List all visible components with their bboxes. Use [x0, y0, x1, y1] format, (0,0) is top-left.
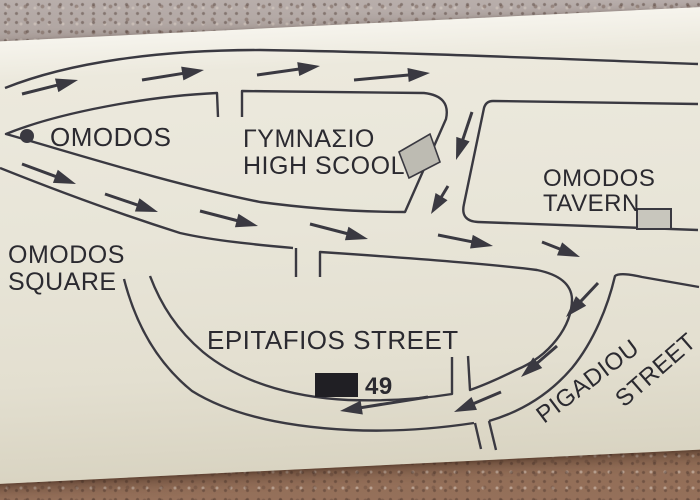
arrow-head	[297, 62, 320, 77]
road-top-road-upper-edge	[4, 48, 699, 90]
direction-arrow-11	[431, 185, 450, 214]
start-point-dot	[20, 129, 34, 143]
road-middle-road-lower-edge-east-and-inner-bend	[318, 250, 574, 392]
arrow-shaft	[353, 73, 411, 82]
roads-layer	[0, 48, 700, 451]
road-middle-road-lower-edge-west	[0, 166, 294, 250]
arrow-shaft	[141, 71, 185, 82]
high-school-building	[398, 132, 441, 180]
arrow-head	[566, 296, 587, 317]
direction-arrow-6	[199, 209, 258, 228]
arrow-head	[340, 400, 363, 415]
arrow-head	[556, 242, 580, 257]
arrow-head	[181, 66, 204, 81]
road-south-stub-right	[487, 420, 498, 451]
building-49	[315, 373, 358, 397]
direction-arrow-10	[456, 111, 474, 160]
label-square-line2: SQUARE	[8, 268, 117, 296]
arrow-shaft	[535, 344, 558, 366]
arrow-shaft	[439, 185, 450, 200]
arrow-shaft	[359, 395, 429, 410]
arrow-shaft	[104, 192, 140, 207]
direction-arrow-9	[541, 240, 580, 257]
direction-arrow-1	[141, 66, 204, 82]
direction-arrow-5	[104, 192, 158, 212]
label-house-number-49: 49	[365, 373, 393, 400]
arrow-head	[52, 169, 76, 184]
arrow-shaft	[471, 390, 502, 406]
arrow-head	[454, 396, 477, 412]
arrow-shaft	[578, 281, 600, 304]
arrow-head	[134, 198, 158, 212]
arrow-shaft	[437, 233, 474, 244]
road-epitafios-upper-edge	[148, 275, 454, 402]
direction-arrow-15	[340, 395, 429, 415]
direction-arrow-2	[256, 62, 320, 77]
direction-arrow-4	[21, 162, 76, 184]
arrow-head	[54, 78, 78, 93]
road-epitafios-lower-edge	[122, 278, 475, 432]
direction-arrow-12	[566, 281, 600, 317]
road-south-stub-left	[473, 422, 483, 450]
arrow-shaft	[21, 83, 59, 96]
road-tavern-block-outline	[462, 99, 699, 232]
arrow-head	[470, 234, 493, 249]
arrow-head	[234, 213, 258, 228]
tavern-building	[636, 208, 672, 230]
arrows-layer	[21, 62, 600, 415]
label-square-line1: OMODOS	[8, 241, 125, 269]
direction-arrow-14	[454, 390, 502, 412]
label-gymnasio: ΓΥΜΝΑΣΙΟ	[243, 125, 375, 153]
arrow-head	[407, 68, 430, 82]
buildings-layer	[20, 129, 672, 397]
arrow-shaft	[541, 240, 562, 252]
label-high-scool: HIGH SCOOL	[243, 152, 405, 180]
label-tavern-line1: OMODOS	[543, 165, 655, 192]
arrow-shaft	[199, 209, 240, 223]
arrow-head	[521, 357, 543, 377]
direction-arrow-3	[353, 68, 430, 82]
arrow-shaft	[460, 111, 474, 142]
arrow-shaft	[21, 162, 58, 179]
arrow-shaft	[309, 222, 350, 236]
direction-arrow-0	[21, 78, 78, 96]
label-tavern-line2: TAVERN	[543, 190, 640, 217]
label-omodos: OMODOS	[50, 122, 171, 152]
arrow-head	[344, 226, 368, 241]
arrow-head	[456, 136, 470, 160]
direction-arrow-7	[309, 222, 368, 241]
direction-arrow-8	[437, 233, 493, 249]
road-outer-bend-edge-pigadiou	[488, 273, 700, 423]
arrow-shaft	[256, 67, 301, 77]
direction-arrow-13	[521, 344, 558, 377]
road-top-road-lower-edge-and-school-block	[4, 89, 448, 214]
label-epitafios: EPITAFIOS STREET	[207, 325, 459, 355]
arrow-head	[431, 193, 448, 214]
